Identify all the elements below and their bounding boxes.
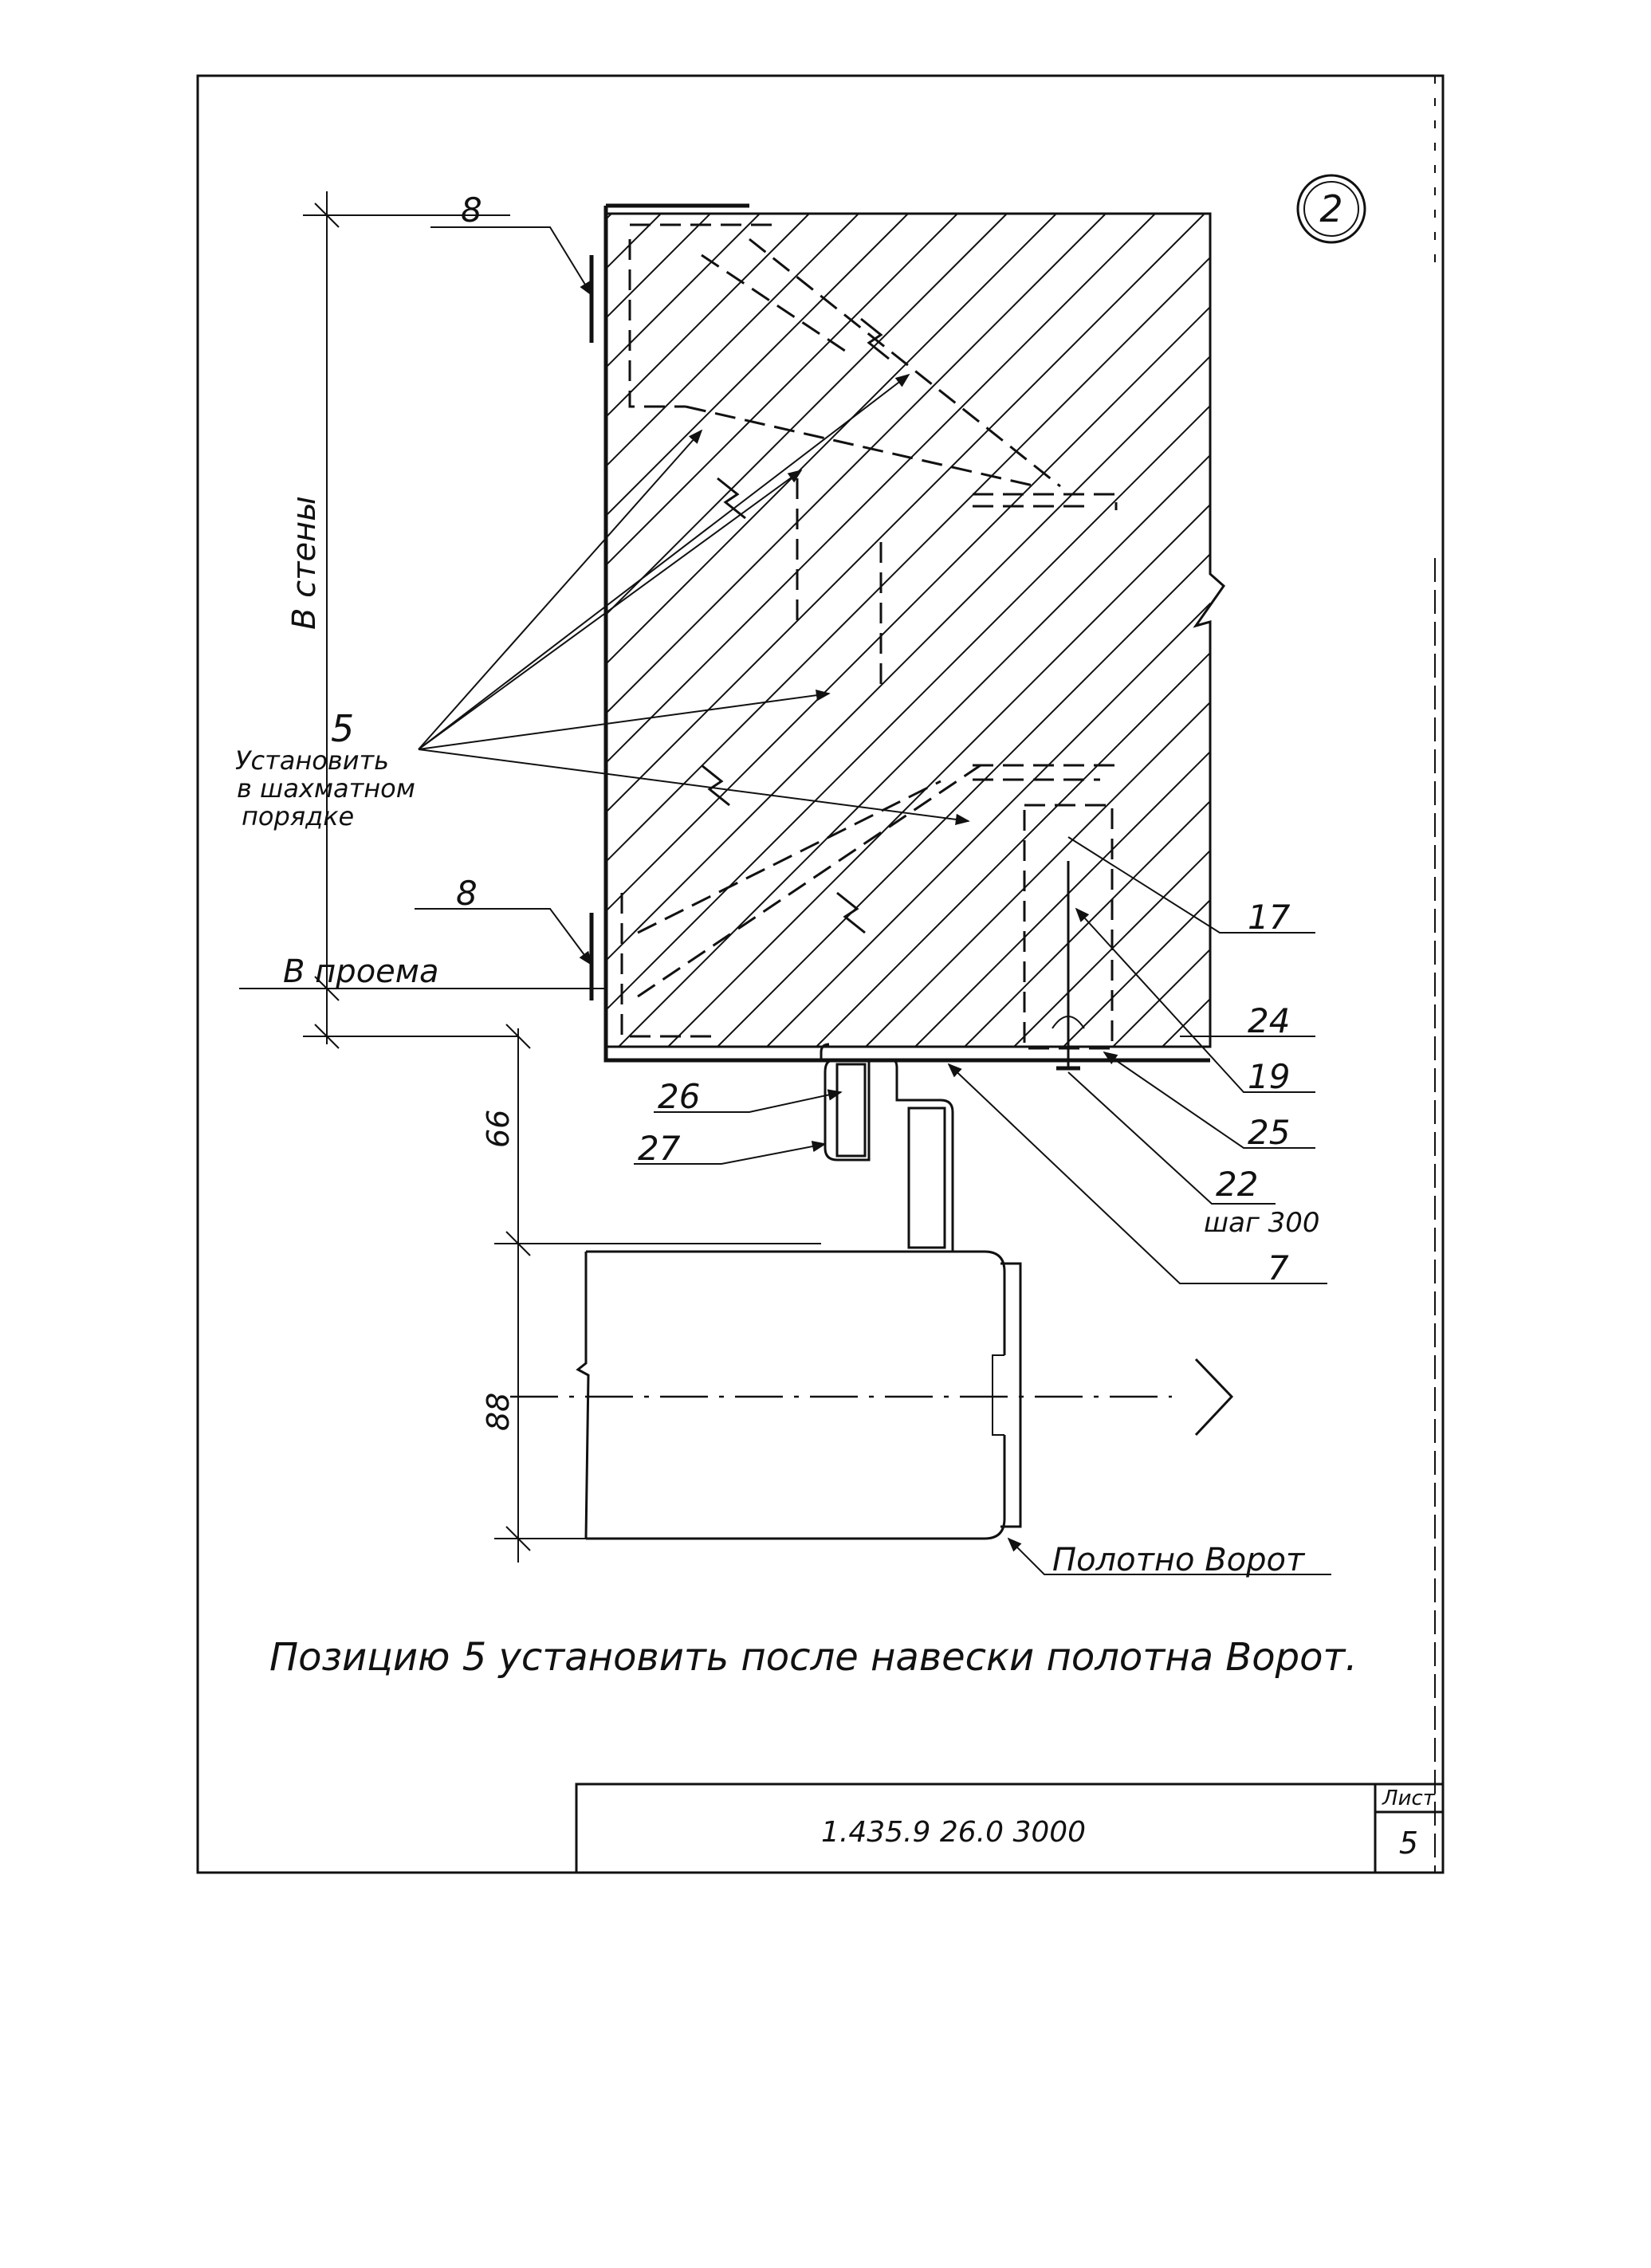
anchor-dashed-diag-2 — [701, 254, 846, 352]
hatch-line — [606, 214, 1057, 666]
hatch-line — [606, 214, 859, 468]
gate-leaf-bottom — [586, 1435, 1006, 1540]
rebar-breaks — [701, 317, 890, 934]
wall-outline — [604, 212, 1225, 1048]
anchor-dashed-diag-5 — [637, 780, 941, 934]
anchor-dashed-hook-1 — [973, 493, 1118, 510]
seal-profile-27 — [824, 1059, 871, 1162]
general-note: Позицию 5 установить после навески полот… — [269, 1635, 1358, 1680]
seal-insert-26 — [835, 1063, 867, 1158]
opening-dimension-label: В проема — [283, 953, 438, 990]
wall-hatching — [0, 214, 1210, 1047]
gate-leaf-break — [576, 1252, 590, 1539]
hatch-line — [606, 214, 711, 320]
dimension-66: 66 — [481, 1110, 516, 1148]
hatch-line — [606, 214, 1205, 814]
anchor-dashed-diag-1 — [685, 405, 1037, 488]
hatch-line — [1162, 997, 1210, 1047]
anchor-dashed-2 — [620, 893, 717, 1038]
callout-7: 7 — [1268, 1248, 1289, 1287]
callout-22: 22 — [1216, 1165, 1258, 1204]
gate-angle-profile — [869, 1059, 954, 1252]
callout-27: 27 — [638, 1129, 681, 1168]
hatch-line — [606, 214, 958, 567]
callout-8-top: 8 — [461, 191, 482, 230]
leader-lines — [415, 226, 1331, 1575]
hatch-line — [717, 552, 1210, 1047]
callout-5-note-line-3: порядке — [242, 801, 354, 831]
hatch-line — [606, 214, 1107, 715]
gate-leaf-face-plate — [1000, 1262, 1022, 1528]
hatch-line — [0, 214, 562, 1047]
gate-leaf-label: Полотно Ворот — [1052, 1542, 1306, 1578]
callout-5-note-line-2: в шахматном — [237, 773, 415, 804]
callout-5: 5 — [331, 707, 354, 750]
gate-leaf-top — [586, 1250, 1006, 1355]
dimension-lines — [239, 191, 821, 1562]
screw — [1052, 861, 1085, 1071]
hatch-line — [816, 651, 1210, 1047]
anchor-dashed-1 — [628, 239, 686, 408]
hatch-line — [1013, 849, 1210, 1047]
hatch-line — [667, 503, 1210, 1047]
hatch-line — [1112, 948, 1210, 1047]
hatch-line — [606, 256, 1210, 863]
angle-profile — [603, 206, 1210, 1063]
hatch-line — [606, 355, 1210, 962]
hidden-anchors — [620, 223, 1118, 1050]
title-block-sheet-number: 5 — [1399, 1826, 1418, 1861]
seal-insert-lower — [907, 1106, 946, 1249]
title-block — [575, 1783, 1445, 1874]
hatch-line — [606, 214, 810, 419]
hatch-line — [914, 750, 1210, 1047]
callout-8-bottom: 8 — [456, 874, 478, 913]
hatch-line — [618, 454, 1210, 1047]
sheet-callout-circle — [1296, 174, 1366, 244]
title-block-designation: 1.435.9 26.0 3000 — [821, 1816, 1086, 1849]
wall-dimension-label: В стены — [286, 496, 323, 630]
dimension-88: 88 — [481, 1393, 516, 1431]
hatch-line — [606, 214, 1156, 765]
anchor-dashed-diag-4 — [637, 764, 981, 998]
hatch-line — [1063, 898, 1210, 1047]
callout-19: 19 — [1248, 1057, 1290, 1096]
callout-5-note-line-1: Установить — [235, 745, 389, 776]
wall-section — [0, 212, 1225, 1048]
hatch-line — [606, 404, 1210, 1012]
anchor-dashed-diag-3 — [749, 238, 1061, 488]
embedded-angle-frame — [589, 203, 1210, 1063]
callout-25: 25 — [1248, 1113, 1290, 1152]
hatch-line — [606, 214, 1008, 616]
callout-17: 17 — [1248, 898, 1291, 937]
hatch-line — [964, 800, 1210, 1047]
title-block-sheet-label: Лист — [1382, 1786, 1436, 1810]
hatch-line — [606, 214, 761, 369]
gate-direction-arrow — [1194, 1358, 1234, 1437]
callout-24: 24 — [1248, 1001, 1290, 1040]
wooden-insert-dashed — [1023, 804, 1114, 1050]
hatch-line — [865, 701, 1210, 1047]
hatch-line — [606, 305, 1210, 913]
hatch-line — [606, 214, 909, 517]
callout-26: 26 — [658, 1077, 700, 1116]
callout-22-note: шаг 300 — [1204, 1207, 1320, 1239]
hatch-line — [766, 602, 1210, 1047]
seal-assembly — [510, 1043, 1234, 1540]
hatch-line — [606, 214, 662, 270]
sheet-callout-number: 2 — [1319, 187, 1342, 230]
